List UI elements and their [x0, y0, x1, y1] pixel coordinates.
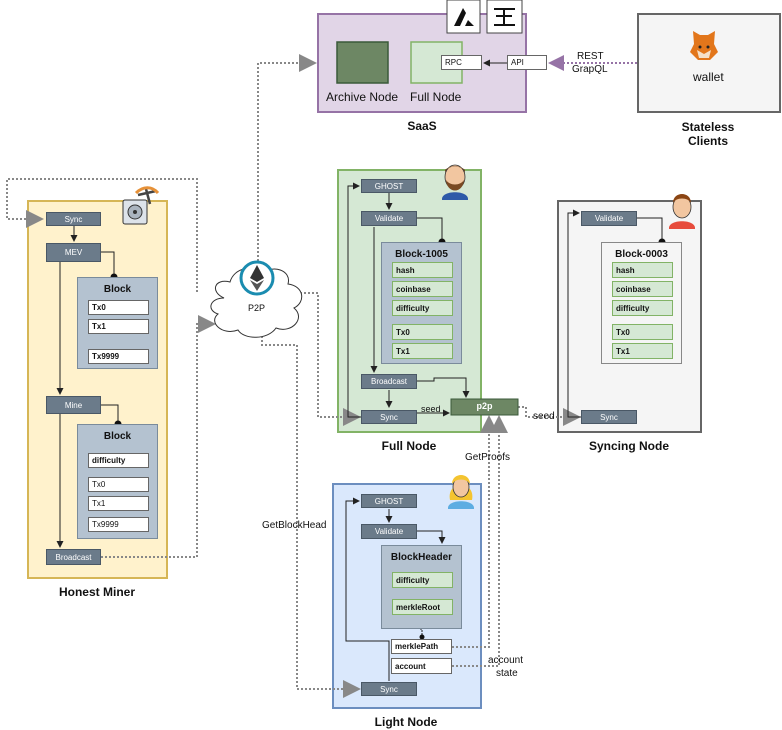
link-p2p-fullsync — [300, 292, 361, 426]
api-box[interactable]: API — [507, 55, 547, 70]
miner-block-field: Tx1 — [88, 319, 149, 334]
full-block-field: coinbase — [392, 281, 453, 297]
merkle-path-field: merklePath — [391, 639, 452, 654]
get-block-head-label: GetBlockHead — [262, 520, 327, 531]
light-header-field: difficulty — [392, 572, 453, 588]
full-ghost-step[interactable]: GHOST — [361, 179, 417, 193]
miner-mev-step[interactable]: MEV — [46, 243, 101, 262]
wallet-label: wallet — [693, 70, 724, 84]
get-proofs-label: GetProofs — [465, 452, 511, 463]
link-merklepath-p2p — [452, 415, 498, 648]
account-state-label-line1: account — [488, 655, 524, 666]
full-broadcast-step[interactable]: Broadcast — [361, 374, 417, 389]
saas-full-node-label: Full Node — [410, 90, 462, 104]
miner-block-field: difficulty — [88, 453, 149, 468]
mining-rig-icon — [122, 186, 160, 225]
full-seed-label: seed — [421, 404, 441, 414]
light-header-field: merkleRoot — [392, 599, 453, 615]
miner-block-field: Tx0 — [88, 477, 149, 492]
avatar-man-icon — [669, 194, 695, 229]
avatar-woman-icon — [448, 475, 474, 509]
syncing-block-field: coinbase — [612, 281, 673, 297]
full-node-title: Full Node — [381, 439, 437, 453]
ethereum-icon — [239, 260, 275, 296]
light-sync-step[interactable]: Sync — [361, 682, 417, 696]
miner-block-card: Block Tx0 Tx1 Tx9999 — [77, 277, 158, 369]
vendor-logo-b-icon — [486, 0, 523, 34]
link-p2p-seed — [518, 406, 581, 426]
full-block-field: Tx1 — [392, 343, 453, 359]
graphql-label: GrapQL — [572, 64, 608, 75]
miner-block-field: Tx0 — [88, 300, 149, 315]
syncing-validate-step[interactable]: Validate — [581, 211, 637, 226]
link-p2p-saas — [257, 54, 317, 265]
p2p-cloud — [210, 267, 303, 338]
stateless-title-line1: Stateless — [681, 120, 735, 134]
p2p-label: P2P — [248, 303, 266, 313]
miner-block-field: Tx9999 — [88, 349, 149, 364]
syncing-block-card: Block-0003 hash coinbase difficulty Tx0 … — [601, 242, 682, 364]
miner-broadcast-step[interactable]: Broadcast — [46, 549, 101, 565]
p2p-node-box — [450, 398, 519, 416]
p2p-node-label[interactable]: p2p — [476, 401, 493, 411]
full-block-card: Block-1005 hash coinbase difficulty Tx0 … — [381, 242, 462, 364]
link-account-p2p — [452, 415, 508, 667]
vendor-logo-a-icon — [446, 0, 481, 34]
archive-node-box — [336, 41, 389, 84]
syncing-block-field: Tx1 — [612, 343, 673, 359]
syncing-block-field: Tx0 — [612, 324, 673, 340]
stateless-title-line2: Clients — [687, 134, 728, 148]
light-header-card: BlockHeader difficulty merkleRoot — [381, 545, 462, 629]
miner-block-field: Tx9999 — [88, 517, 149, 532]
syncing-seed-label: seed — [533, 411, 555, 422]
full-block-field: hash — [392, 262, 453, 278]
archive-node-label: Archive Node — [326, 90, 399, 104]
metamask-fox-icon — [690, 31, 718, 60]
link-p2p-lightsync — [261, 336, 361, 698]
syncing-block-field: difficulty — [612, 300, 673, 316]
account-state-label-line2: state — [496, 668, 518, 679]
saas-title: SaaS — [407, 119, 437, 133]
light-node-title: Light Node — [374, 715, 438, 729]
rest-label: REST — [577, 51, 604, 62]
miner-block-field: Tx1 — [88, 496, 149, 511]
miner-sync-step[interactable]: Sync — [46, 212, 101, 226]
link-broadcast-p2p — [101, 315, 216, 558]
rpc-box[interactable]: RPC — [441, 55, 482, 70]
link-miner-loop — [6, 178, 198, 292]
syncing-sync-step[interactable]: Sync — [581, 410, 637, 424]
miner-mined-block-card: Block difficulty Tx0 Tx1 Tx9999 — [77, 424, 158, 539]
full-block-field: difficulty — [392, 300, 453, 316]
light-ghost-step[interactable]: GHOST — [361, 494, 417, 508]
light-validate-step[interactable]: Validate — [361, 524, 417, 539]
full-sync-step[interactable]: Sync — [361, 410, 417, 424]
syncing-block-field: hash — [612, 262, 673, 278]
avatar-bearded-man-icon — [442, 164, 468, 200]
full-block-field: Tx0 — [392, 324, 453, 340]
miner-mine-step[interactable]: Mine — [46, 396, 101, 414]
miner-title: Honest Miner — [58, 585, 135, 599]
stateless-panel — [637, 13, 781, 113]
account-field: account — [391, 658, 452, 674]
full-validate-step[interactable]: Validate — [361, 211, 417, 226]
syncing-node-title: Syncing Node — [588, 439, 669, 453]
